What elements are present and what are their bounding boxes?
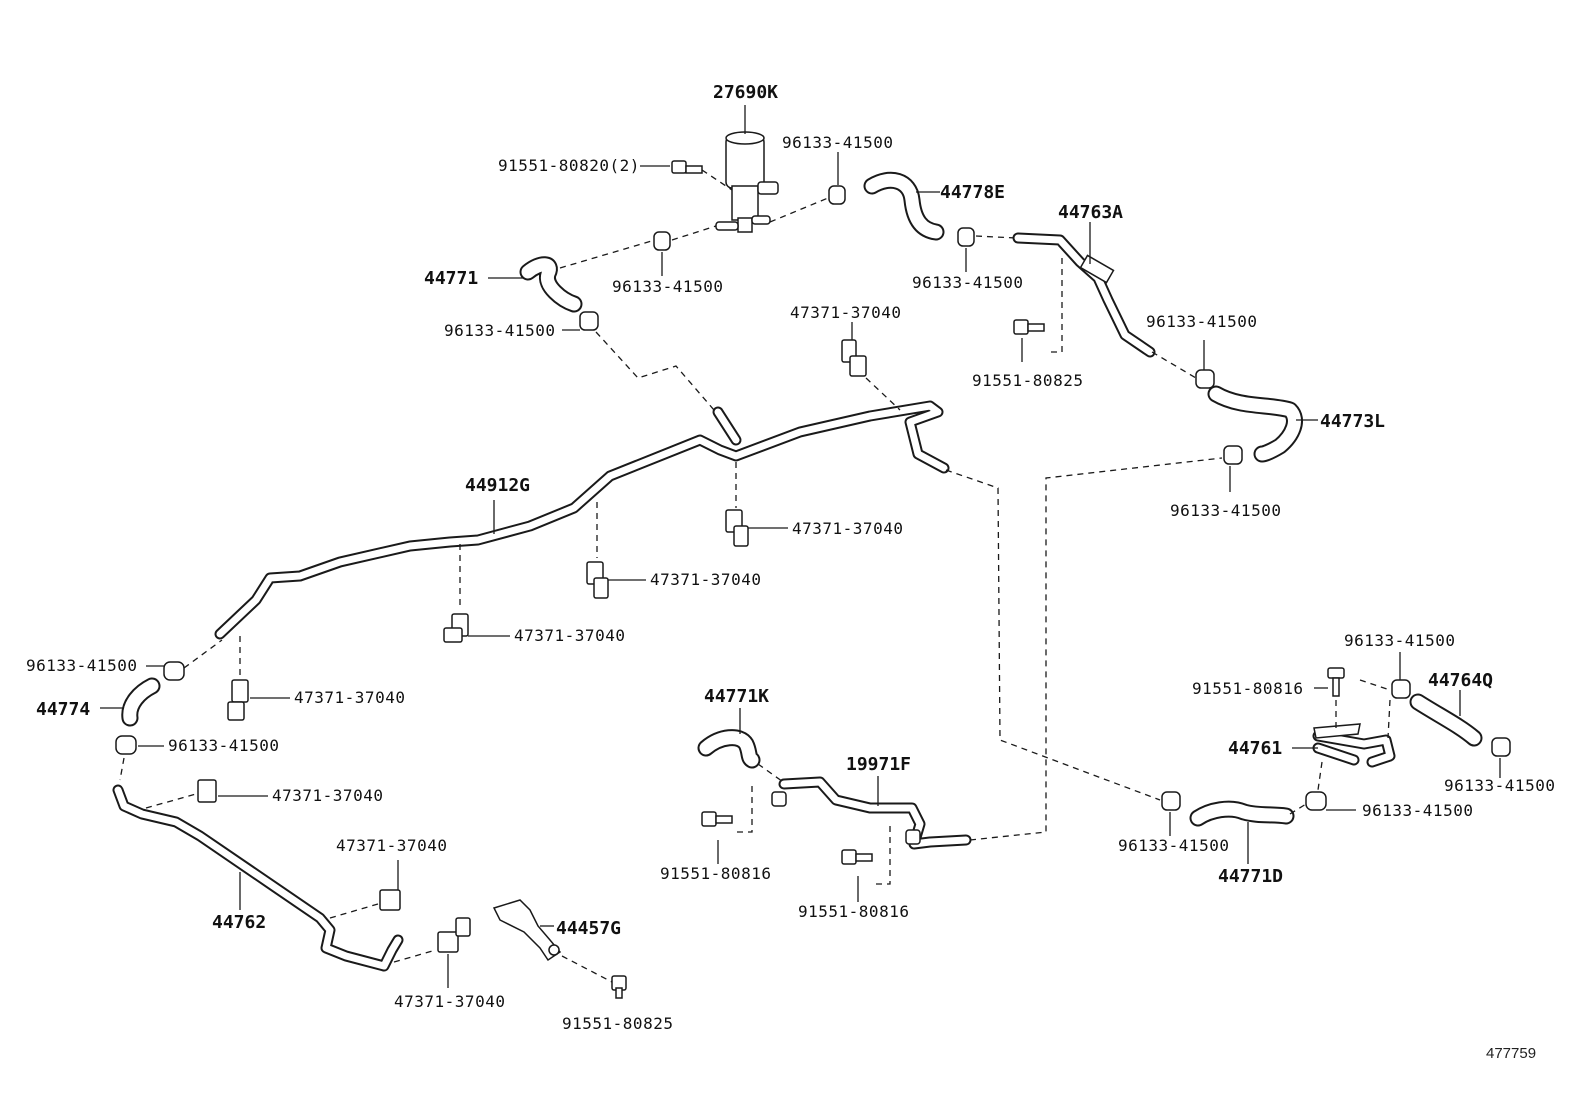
label-96133-44774-a: 96133-41500 <box>26 656 137 675</box>
bolt-91551-80816-c <box>1314 667 1345 728</box>
label-91551-80816-a: 91551-80816 <box>660 864 771 883</box>
label-96133-top: 96133-41500 <box>782 133 893 152</box>
label-27690K: 27690K <box>713 82 778 103</box>
label-47371-c1: 47371-37040 <box>792 519 903 538</box>
label-96133-44764-a: 96133-41500 <box>1344 631 1455 650</box>
hose-44773L <box>1207 385 1318 463</box>
clip-47371-c7 <box>393 917 471 988</box>
clamp-96133-44764-b <box>1491 737 1511 778</box>
clamp-96133-44761 <box>1289 791 1356 815</box>
label-96133-44764-b: 96133-41500 <box>1444 776 1555 795</box>
pipe-44912G <box>214 400 950 640</box>
label-96133-44774-b: 96133-41500 <box>168 736 279 755</box>
label-96133-44771-b: 96133-41500 <box>444 321 555 340</box>
label-47371-c5: 47371-37040 <box>272 786 383 805</box>
label-47371-top: 47371-37040 <box>790 303 901 322</box>
label-19971F: 19971F <box>846 754 911 775</box>
label-47371-c6: 47371-37040 <box>336 836 447 855</box>
clamp-96133-44773-b <box>1223 445 1243 492</box>
hose-44778E <box>863 171 945 241</box>
clamp-96133-44771D <box>1161 791 1181 836</box>
label-91551-80816-c: 91551-80816 <box>1192 679 1303 698</box>
clip-47371-c1 <box>725 462 788 547</box>
label-44771K: 44771K <box>704 686 769 707</box>
label-96133-44771D: 96133-41500 <box>1118 836 1229 855</box>
figure-number: 477759 <box>1486 1045 1536 1062</box>
clamp-96133-44774-a <box>146 639 223 681</box>
label-44778E: 44778E <box>940 182 1005 203</box>
label-47371-c3: 47371-37040 <box>514 626 625 645</box>
clamp-96133-44774-b <box>115 735 164 781</box>
hose-44771 <box>488 239 656 313</box>
clip-47371-c5 <box>145 779 268 809</box>
pipe-19971F <box>771 457 1223 850</box>
bolt-91551-80816-b <box>841 826 891 902</box>
clamp-96133-44778E <box>957 227 1017 272</box>
label-47371-c7: 47371-37040 <box>394 992 505 1011</box>
label-44763A: 44763A <box>1058 202 1123 223</box>
label-44457G: 44457G <box>556 918 621 939</box>
dashed-route-44912G-44771D <box>945 469 1161 801</box>
clamp-96133-44771-b <box>562 311 715 411</box>
label-44773L: 44773L <box>1320 411 1385 432</box>
label-44761: 44761 <box>1228 738 1282 759</box>
bolt-91551-80820 <box>640 160 733 191</box>
label-47371-c4: 47371-37040 <box>294 688 405 707</box>
label-91551-80820: 91551-80820(2) <box>498 156 640 175</box>
label-44762: 44762 <box>212 912 266 933</box>
label-96133-44773-b: 96133-41500 <box>1170 501 1281 520</box>
label-96133-44778E: 96133-41500 <box>912 273 1023 292</box>
clip-47371-c4 <box>227 636 290 721</box>
label-91551-80825-top: 91551-80825 <box>972 371 1083 390</box>
bolt-91551-80825-bottom <box>611 975 627 999</box>
label-44771D: 44771D <box>1218 866 1283 887</box>
hose-44771D <box>1189 800 1295 864</box>
pipe-44762 <box>112 784 404 972</box>
label-44774: 44774 <box>36 699 90 720</box>
label-91551-80825-bottom: 91551-80825 <box>562 1014 673 1033</box>
clamp-96133-44771-a <box>653 225 717 276</box>
clamp-96133-near-valve <box>769 152 846 223</box>
label-44771: 44771 <box>424 268 478 289</box>
vacuum-valve-27690K <box>715 105 779 233</box>
pipe-44761 <box>1292 723 1396 791</box>
clip-47371-c2 <box>586 502 646 599</box>
hose-44764Q <box>1409 690 1483 747</box>
clamp-96133-44773-a <box>1151 340 1215 389</box>
pipe-44763A <box>1012 222 1156 358</box>
label-96133-44771-a: 96133-41500 <box>612 277 723 296</box>
bracket-44457G <box>492 899 613 983</box>
bolt-91551-80816-a <box>701 786 753 864</box>
clip-47371-c6 <box>329 860 401 919</box>
label-47371-c2: 47371-37040 <box>650 570 761 589</box>
label-44912G: 44912G <box>465 475 530 496</box>
label-96133-44761: 96133-41500 <box>1362 801 1473 820</box>
label-91551-80816-b: 91551-80816 <box>798 902 909 921</box>
hose-44771K <box>697 708 787 785</box>
hose-44774 <box>100 677 161 727</box>
bolt-91551-80825-top <box>1013 258 1063 362</box>
clamp-96133-44764-a <box>1359 652 1411 739</box>
clip-47371-top <box>841 322 901 411</box>
label-44764Q: 44764Q <box>1428 670 1493 691</box>
label-96133-44773-a: 96133-41500 <box>1146 312 1257 331</box>
clip-47371-c3 <box>443 544 510 643</box>
